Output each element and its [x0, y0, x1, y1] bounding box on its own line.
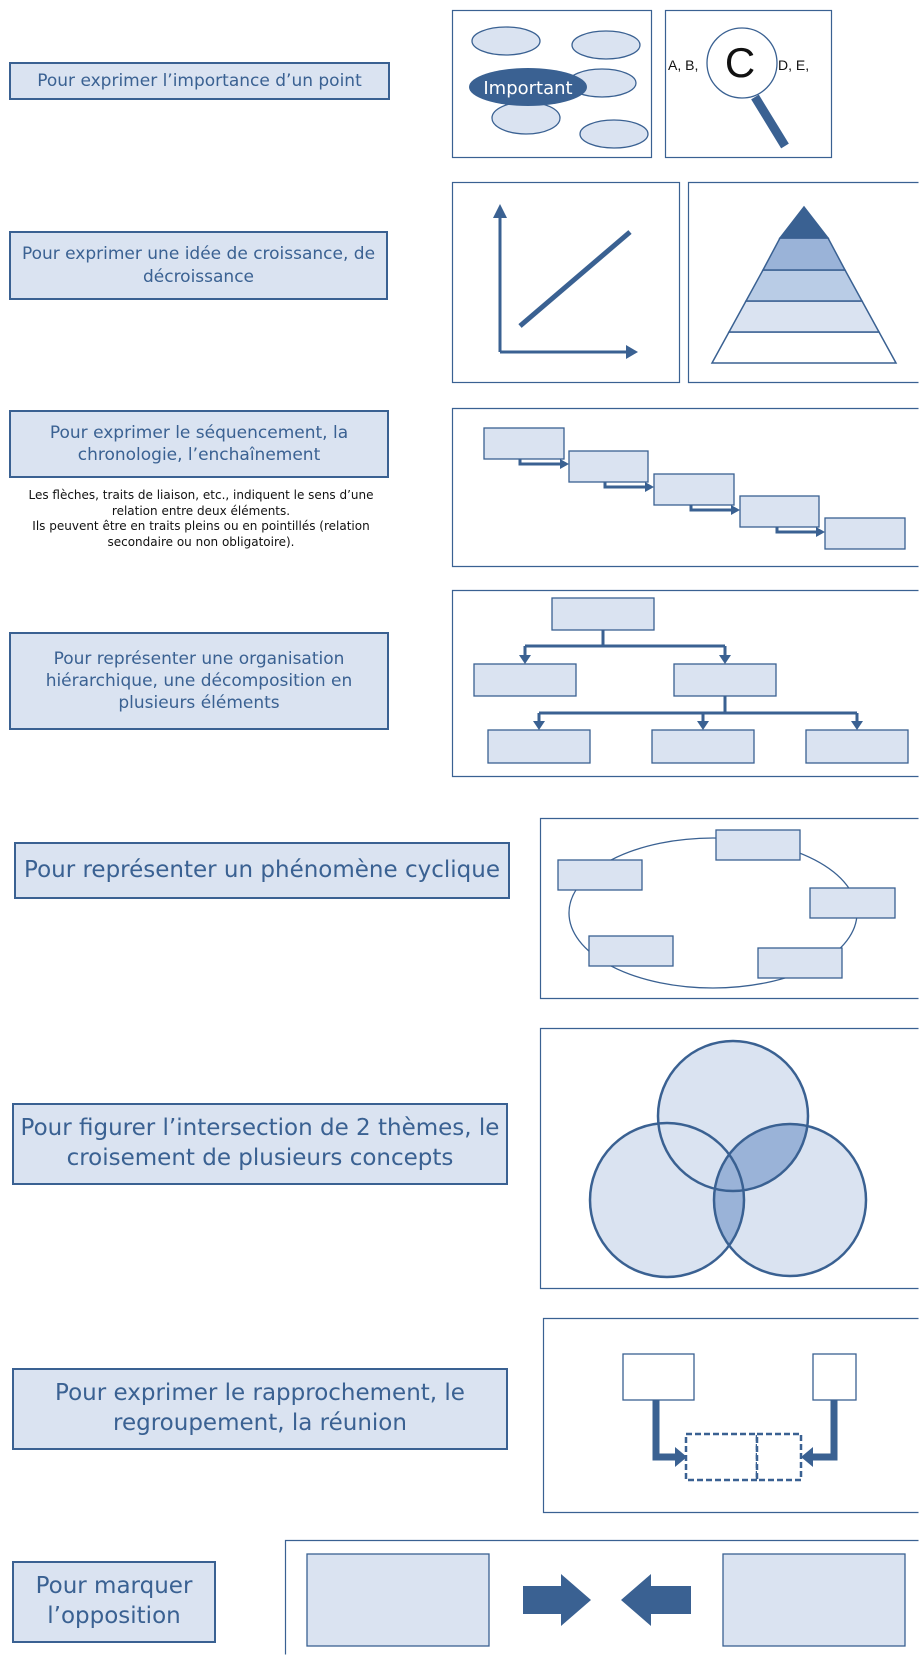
merge-arrow-left [652, 1400, 677, 1461]
step-box [483, 427, 565, 460]
cycle-box [809, 887, 896, 919]
label-intersection-text: Pour figurer l’intersection de 2 thèmes,… [20, 1115, 500, 1171]
label-opposition-text: Pour marquer l’opposition [35, 1573, 193, 1629]
grouping-diagram [542, 1317, 919, 1514]
pyramid-level [744, 269, 864, 302]
x-axis-arrowhead [626, 345, 638, 359]
y-axis-arrowhead [493, 204, 507, 218]
step-box [653, 473, 735, 506]
merge-arrow-right [811, 1400, 838, 1461]
magnified-letter: C [725, 39, 755, 86]
step-arrow [518, 459, 562, 466]
label-opposition: Pour marquer l’opposition [12, 1561, 216, 1643]
important-bubble [469, 68, 587, 106]
org-arrowhead [851, 721, 863, 730]
step-arrowhead [645, 482, 654, 492]
label-cyclic: Pour représenter un phénomène cyclique [14, 842, 510, 899]
org-arrowhead [719, 655, 731, 664]
label-growth: Pour exprimer une idée de croissance, de… [9, 231, 388, 300]
label-sequence: Pour exprimer le séquencement, la chrono… [9, 410, 389, 478]
merge-arrowhead-left [675, 1447, 687, 1467]
letters-before: A, B, [668, 57, 698, 73]
importance-diagram: Important [451, 9, 653, 159]
cycle-box [557, 859, 643, 891]
growth-chart-diagram [451, 181, 681, 384]
arrows-note-line-1: Les flèches, traits de liaison, etc., in… [28, 488, 374, 518]
org-arrowhead [533, 721, 545, 730]
magnifier-lens [706, 27, 778, 99]
arrows-note-line-2: Ils peuvent être en traits pleins ou en … [32, 519, 370, 549]
pyramid-level [710, 331, 898, 364]
bubble [571, 30, 641, 60]
grouping-frame [542, 1317, 919, 1514]
label-grouping: Pour exprimer le rapprochement, le regro… [12, 1368, 508, 1450]
letters-after: D, E, [778, 57, 809, 73]
venn-outline [712, 1122, 868, 1278]
org-box [473, 663, 577, 697]
pyramid-diagram [687, 181, 919, 384]
step-box [824, 517, 906, 550]
cycle-box [588, 935, 674, 967]
label-importance: Pour exprimer l’importance d’un point [9, 62, 390, 100]
step-arrowhead [560, 459, 569, 469]
step-arrow [689, 505, 733, 512]
opposing-box [306, 1553, 490, 1647]
venn-diagram [539, 1027, 919, 1290]
magnifier-diagram: A, B, C D, E, [664, 9, 833, 159]
step-box [568, 450, 649, 483]
label-hierarchy-text: Pour représenter une organisation hiérar… [45, 648, 353, 714]
bubble [471, 26, 541, 56]
hierarchy-diagram [451, 589, 919, 778]
important-label: Important [483, 78, 572, 99]
pyramid-level [727, 300, 881, 333]
pyramid-top [778, 205, 830, 239]
venn-circle-left [590, 1123, 744, 1277]
org-box [805, 729, 909, 764]
label-sequence-text: Pour exprimer le séquencement, la chrono… [49, 422, 349, 465]
label-intersection: Pour figurer l’intersection de 2 thèmes,… [12, 1103, 508, 1185]
source-box [622, 1353, 695, 1401]
opposition-diagram [284, 1539, 919, 1655]
cycle-diagram [539, 817, 919, 1000]
org-arrowhead [697, 721, 709, 730]
label-importance-text: Pour exprimer l’importance d’un point [37, 70, 362, 91]
cycle-box [715, 829, 801, 861]
arrows-note: Les flèches, traits de liaison, etc., in… [12, 488, 390, 550]
org-connector [537, 696, 859, 724]
label-cyclic-text: Pour représenter un phénomène cyclique [24, 856, 500, 883]
growth-line [518, 230, 632, 328]
step-arrowhead [731, 505, 740, 515]
sequence-diagram [451, 407, 919, 568]
arrow-left [621, 1574, 691, 1626]
label-growth-text: Pour exprimer une idée de croissance, de… [21, 244, 376, 287]
arrow-right [523, 1574, 591, 1626]
target-box-dashed [755, 1432, 803, 1482]
opposing-box [722, 1553, 906, 1647]
step-box [739, 495, 820, 528]
org-box [651, 729, 755, 764]
merge-arrowhead-right [801, 1447, 813, 1467]
label-hierarchy: Pour représenter une organisation hiérar… [9, 632, 389, 730]
label-grouping-text: Pour exprimer le rapprochement, le regro… [55, 1380, 465, 1436]
step-arrowhead [816, 527, 825, 537]
cycle-box [757, 947, 843, 979]
growth-frame [451, 181, 681, 384]
org-box-root [551, 597, 655, 631]
venn-outline [656, 1039, 810, 1193]
step-arrow [775, 527, 818, 534]
org-box [487, 729, 591, 764]
venn-overlap [714, 1124, 808, 1191]
magnifier-handle [751, 94, 789, 149]
target-box-dashed [684, 1432, 759, 1482]
bubble [491, 101, 561, 135]
org-connector [523, 630, 727, 658]
org-arrowhead [519, 655, 531, 664]
step-arrow [603, 482, 647, 489]
source-box [812, 1353, 857, 1401]
bubble [579, 119, 649, 149]
venn-outline [588, 1121, 746, 1279]
org-box [673, 663, 777, 697]
